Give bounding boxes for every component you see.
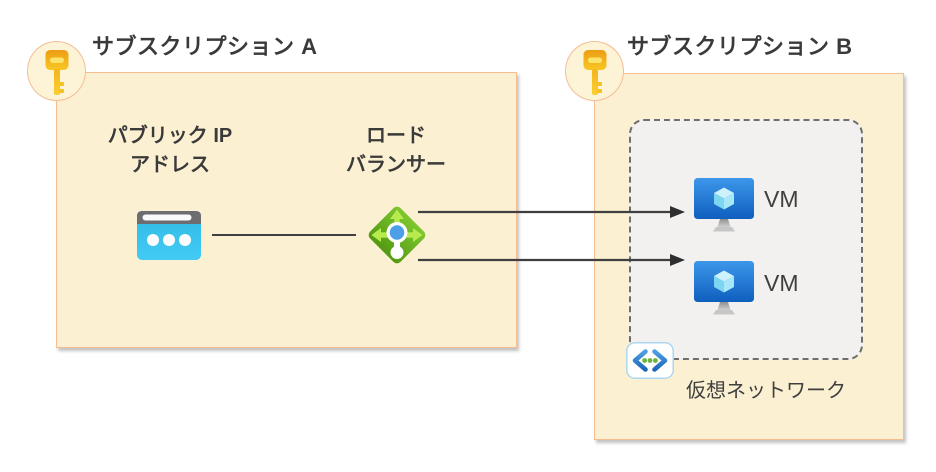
virtual-network-label: 仮想ネットワーク	[686, 380, 846, 402]
subscription-b-title: サブスクリプション B	[627, 34, 853, 59]
virtual-network-icon	[626, 342, 674, 379]
subscription-key-badge-b	[565, 41, 624, 101]
vm-1-label: VM	[764, 186, 799, 212]
public-ip-label: パブリック IP アドレス	[85, 122, 255, 180]
public-ip-label-line2: アドレス	[130, 154, 210, 176]
key-icon	[582, 49, 608, 97]
subscription-a-title: サブスクリプション A	[92, 34, 318, 59]
virtual-network-box	[629, 119, 863, 360]
load-balancer-icon	[365, 203, 429, 267]
load-balancer-label-line1: ロード	[366, 125, 426, 147]
public-ip-label-line1: パブリック IP	[107, 125, 233, 147]
subscription-key-badge-a	[27, 41, 86, 101]
subscription-a-box	[56, 72, 517, 348]
vm-2-icon	[694, 261, 754, 318]
lb-to-vm2-arrow-icon	[418, 253, 686, 267]
lb-to-vm1-arrow-icon	[418, 205, 686, 219]
vm-2-label: VM	[764, 270, 799, 296]
load-balancer-label: ロード バランサー	[311, 122, 481, 180]
load-balancer-label-line2: バランサー	[346, 154, 446, 176]
ip-to-lb-connector-line	[212, 234, 356, 237]
key-icon	[44, 49, 70, 97]
public-ip-address-icon	[137, 211, 201, 260]
vm-1-icon	[694, 178, 754, 235]
